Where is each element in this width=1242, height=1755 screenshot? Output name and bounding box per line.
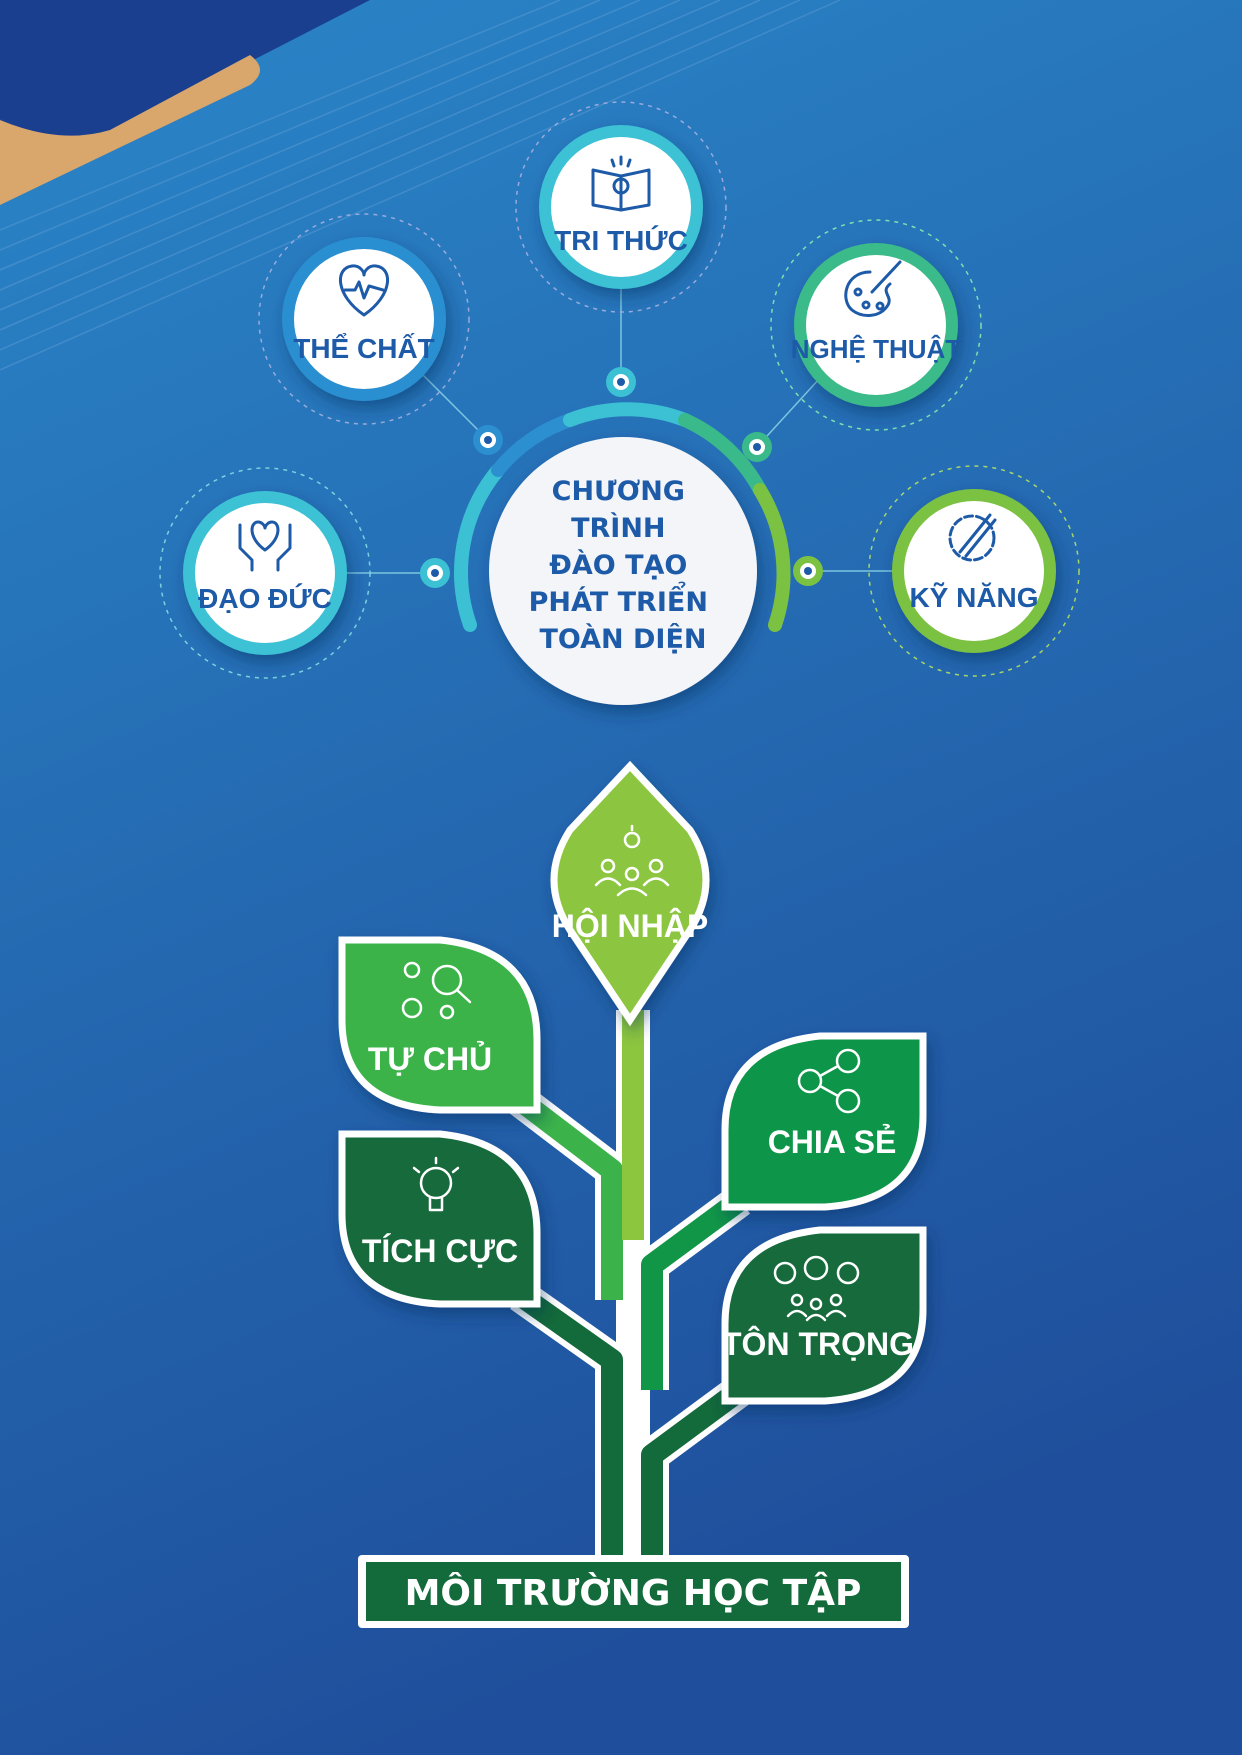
node-ky-nang: KỸ NĂNG [868, 465, 1080, 677]
center-program: CHƯƠNG TRÌNH ĐÀO TẠO PHÁT TRIỂN TOÀN DIỆ… [489, 437, 757, 705]
leaf-ton-trong: TÔN TRỌNG [721, 1226, 927, 1405]
node-label: ĐẠO ĐỨC [198, 583, 332, 614]
gear-pencil-icon [948, 513, 997, 562]
node-dao-duc: ĐẠO ĐỨC [159, 467, 371, 679]
gears-search-icon [401, 961, 472, 1020]
node-label: THỂ CHẤT [293, 333, 435, 364]
corner-decoration [0, 0, 841, 371]
team-idea-icon [594, 824, 670, 897]
learning-environment-banner: MÔI TRƯỜNG HỌC TẬP [358, 1555, 909, 1628]
heart-pulse-icon [338, 264, 390, 317]
leaf-tich-cuc: TÍCH CỰC [338, 1130, 541, 1308]
center-line: ĐÀO TẠO [549, 549, 687, 581]
lightbulb-icon [412, 1156, 460, 1212]
banner-label: MÔI TRƯỜNG HỌC TẬP [405, 1571, 862, 1614]
leaf-hoi-nhap: HỘI NHẬP [550, 760, 710, 1027]
hands-heart-icon [238, 520, 292, 572]
node-label: NGHỆ THUẬT [791, 334, 962, 364]
node-the-chat: THỂ CHẤT [258, 213, 470, 425]
leaf-tu-chu: TỰ CHỦ [338, 936, 541, 1114]
connector-dots [420, 367, 823, 588]
leaf-chia-se: CHIA SẺ [721, 1032, 927, 1211]
leaf-label: TÔN TRỌNG [722, 1326, 914, 1362]
node-tri-thuc: TRI THỨC [515, 101, 727, 313]
center-ring [454, 402, 791, 632]
leaf-label: TỰ CHỦ [368, 1041, 492, 1077]
center-line: TOÀN DIỆN [539, 623, 706, 655]
leaf-label: TÍCH CỰC [362, 1233, 518, 1269]
node-label: TRI THỨC [554, 225, 688, 256]
center-line: PHÁT TRIỂN [529, 581, 708, 618]
share-icon [797, 1048, 861, 1114]
book-lightbulb-icon [591, 155, 651, 212]
svg-text:CHƯƠNG TRÌNH ĐÀO T: CHƯƠNG TRÌNH ĐÀO TẠO PHÁT TRIỂN TOÀN DIỆ… [529, 476, 718, 655]
leaf-label: HỘI NHẬP [552, 908, 708, 944]
people-discussion-icon [773, 1255, 860, 1322]
node-label: KỸ NĂNG [909, 582, 1038, 613]
node-nghe-thuat: NGHỆ THUẬT [770, 219, 982, 431]
center-line: TRÌNH [571, 512, 665, 544]
learning-tree: HỘI NHẬP TỰ CHỦ TÍCH CỰC [338, 760, 927, 1628]
palette-brush-icon [844, 260, 902, 317]
center-line: CHƯƠNG [552, 476, 685, 507]
leaf-label: CHIA SẺ [768, 1124, 897, 1160]
